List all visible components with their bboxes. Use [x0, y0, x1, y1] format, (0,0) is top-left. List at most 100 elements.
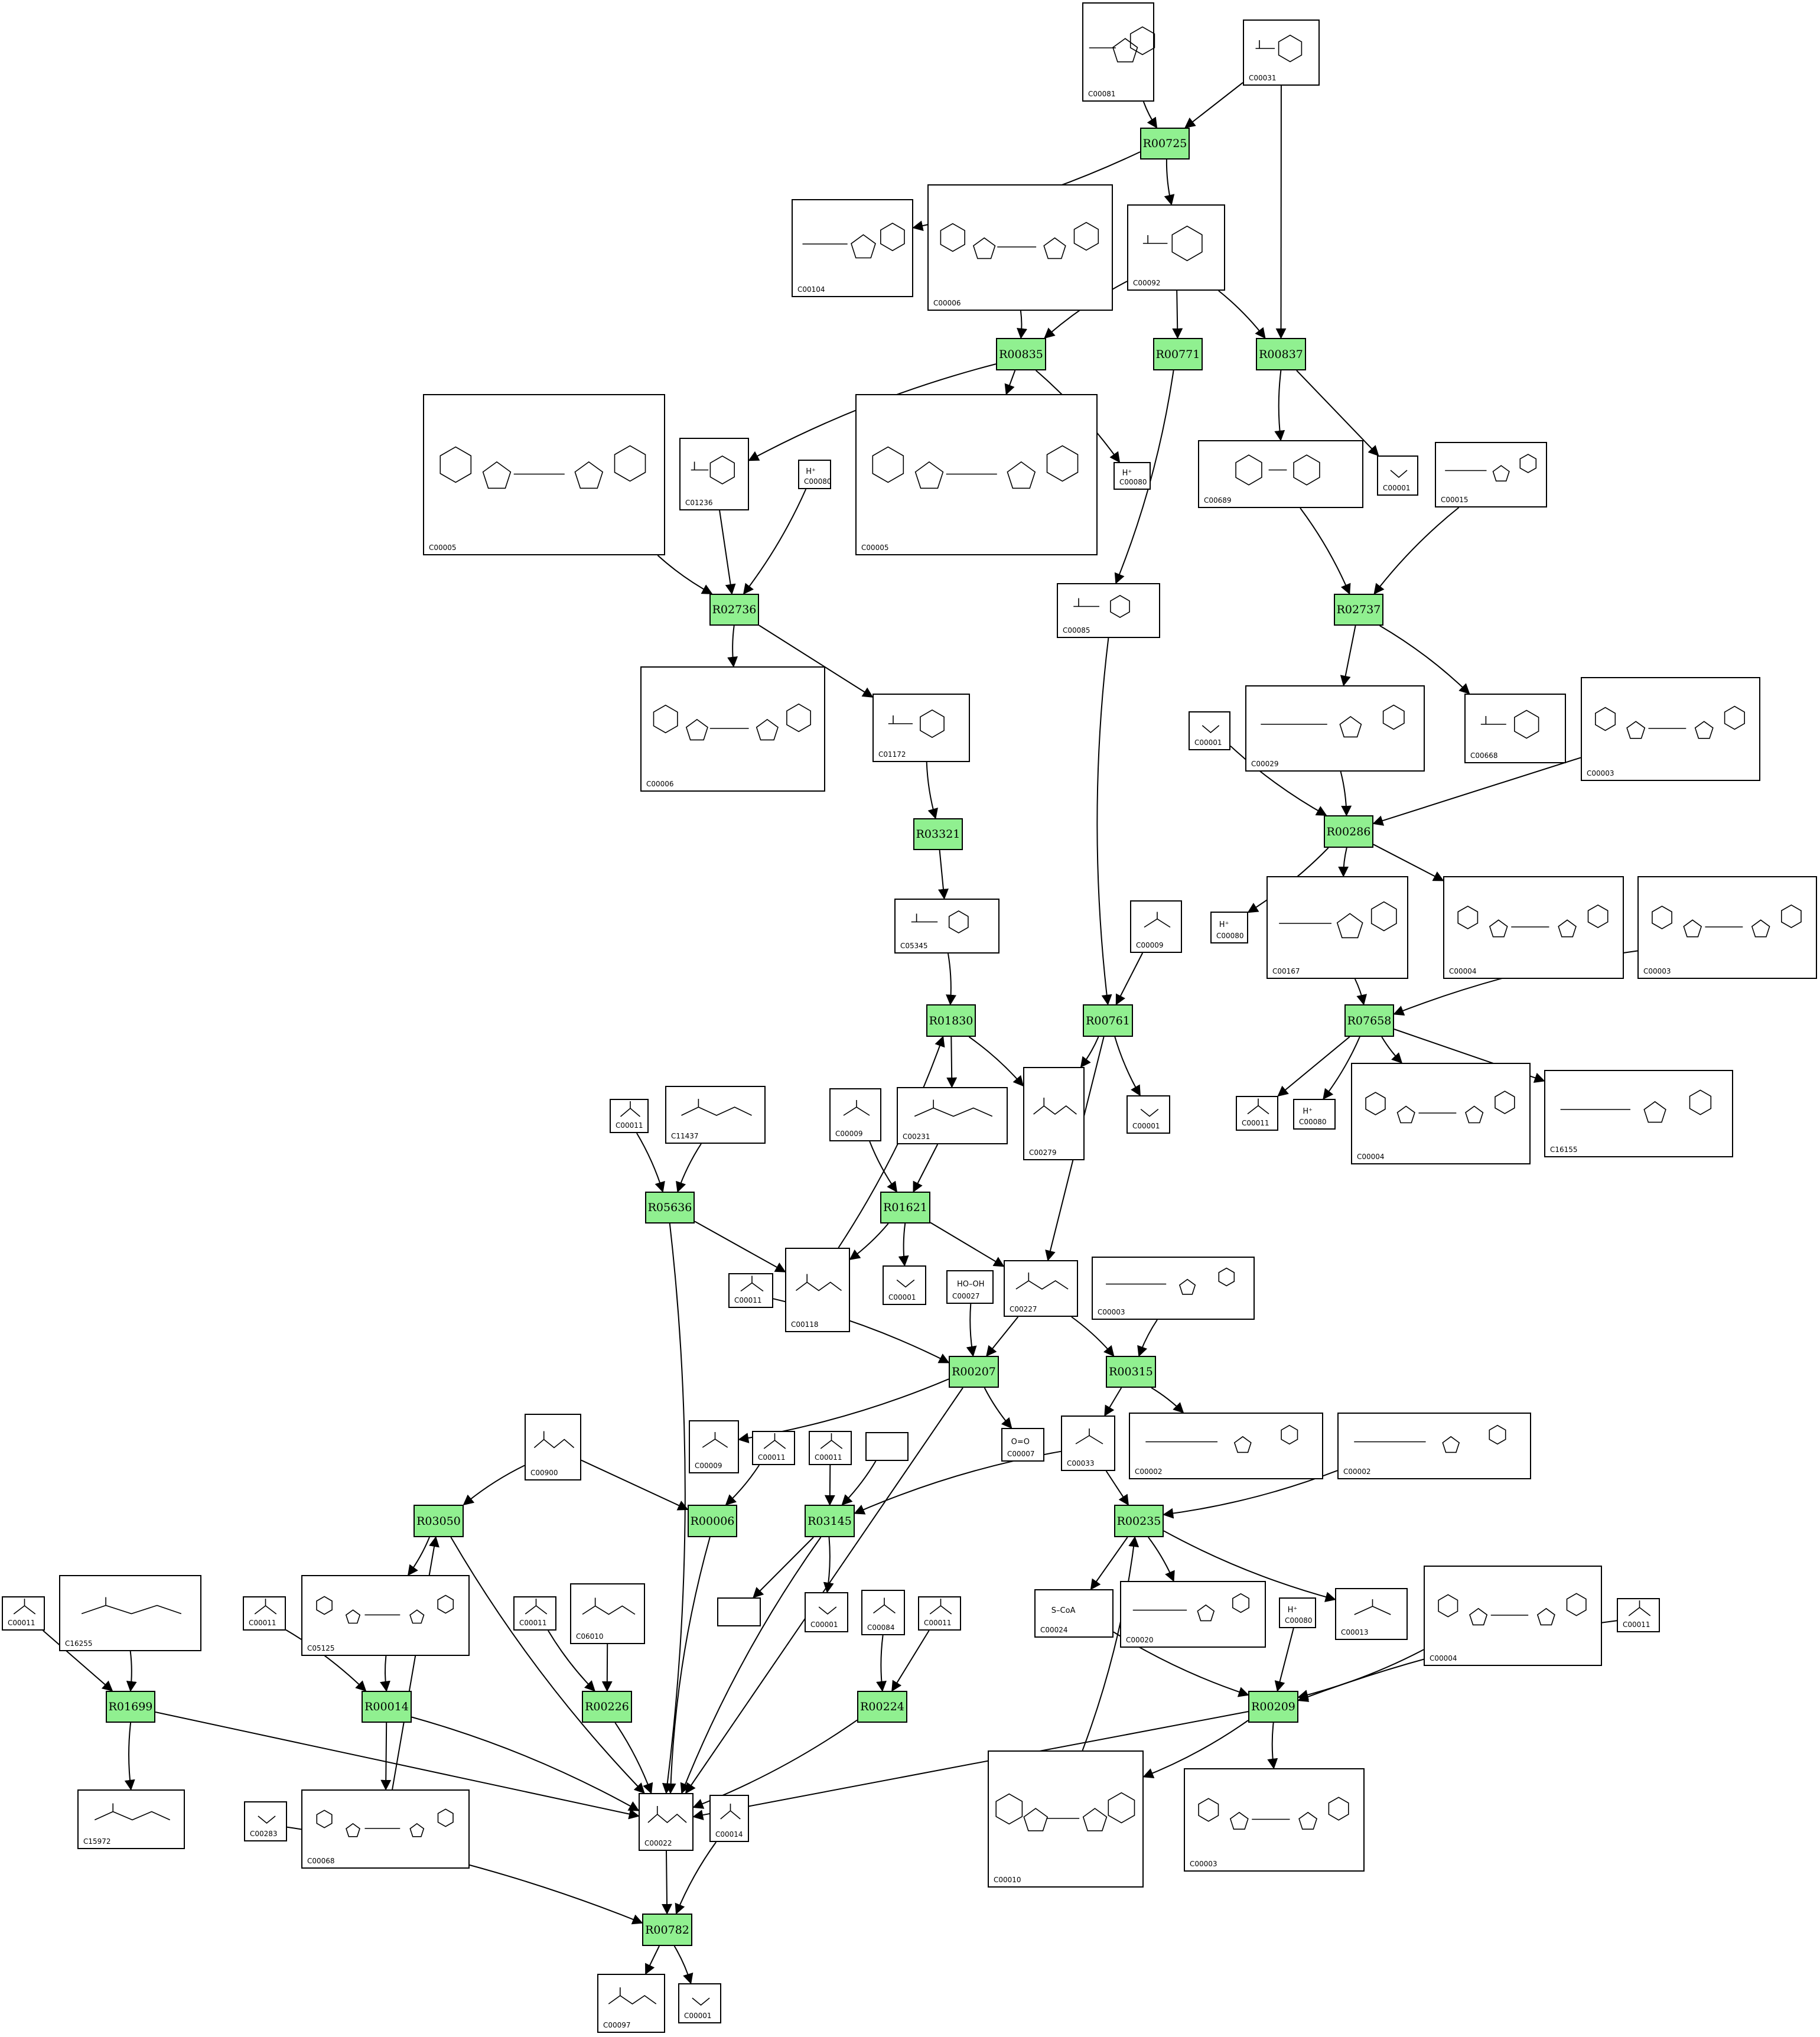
reaction-R02737[interactable]: R02737	[1334, 594, 1383, 626]
compound-C00011[interactable]: C00011	[1617, 1598, 1660, 1632]
reaction-R00209[interactable]: R00209	[1248, 1691, 1298, 1723]
compound-C00011[interactable]: C00011	[728, 1273, 773, 1308]
compound-C00011[interactable]: C00011	[752, 1431, 795, 1465]
compound-C00015[interactable]: C00015	[1435, 442, 1547, 507]
compound-C00227[interactable]: C00227	[1004, 1260, 1078, 1317]
compound-C00167[interactable]: C00167	[1266, 876, 1408, 979]
compound-C01236[interactable]: C01236	[679, 438, 749, 510]
reaction-R02736[interactable]: R02736	[709, 594, 759, 626]
compound-C00001[interactable]: C00001	[805, 1592, 848, 1632]
reaction-R00224[interactable]: R00224	[857, 1691, 907, 1723]
compound-C05125[interactable]: C05125	[301, 1575, 470, 1656]
compound-C00001[interactable]: C00001	[678, 1983, 721, 2023]
compound-C00020[interactable]: C00020	[1120, 1581, 1266, 1648]
compound-C00009[interactable]: C00009	[829, 1088, 881, 1141]
compound-C00002[interactable]: C00002	[1337, 1413, 1531, 1479]
reaction-R05636[interactable]: R05636	[645, 1192, 695, 1223]
reaction-R01830[interactable]: R01830	[926, 1004, 976, 1037]
compound-C00001[interactable]: C00001	[1189, 711, 1230, 750]
reaction-R03050[interactable]: R03050	[414, 1505, 464, 1537]
compound-C00011[interactable]: C00011	[809, 1431, 852, 1465]
compound-C00009[interactable]: C00009	[1130, 900, 1182, 953]
compound-C16255[interactable]: C16255	[59, 1575, 201, 1651]
reaction-R00286[interactable]: R00286	[1324, 815, 1373, 848]
compound-C00011[interactable]: C00011	[513, 1596, 556, 1631]
compound-C00004[interactable]: C00004	[1443, 876, 1624, 979]
compound-C00104[interactable]: C00104	[792, 199, 913, 297]
compound-C00005[interactable]: C00005	[855, 394, 1098, 555]
compound-C00068[interactable]: C00068	[301, 1789, 470, 1869]
reaction-R00315[interactable]: R00315	[1106, 1356, 1156, 1388]
compound-C00003[interactable]: C00003	[1637, 876, 1817, 979]
compound-C00080[interactable]: H⁺C00080	[798, 460, 832, 489]
reaction-R07658[interactable]: R07658	[1344, 1004, 1394, 1037]
compound-C00085[interactable]: C00085	[1057, 583, 1160, 638]
compound-empty[interactable]	[717, 1597, 761, 1626]
compound-C00081[interactable]: C00081	[1082, 2, 1155, 102]
reaction-R00725[interactable]: R00725	[1140, 128, 1190, 160]
compound-C15972[interactable]: C15972	[77, 1789, 185, 1849]
compound-C00011[interactable]: C00011	[918, 1596, 961, 1631]
reaction-R03145[interactable]: R03145	[805, 1505, 855, 1537]
reaction-R00761[interactable]: R00761	[1083, 1004, 1133, 1037]
compound-C00080[interactable]: H⁺C00080	[1114, 462, 1151, 490]
compound-C00900[interactable]: C00900	[525, 1414, 581, 1480]
compound-C16155[interactable]: C16155	[1544, 1070, 1733, 1157]
compound-C00011[interactable]: C00011	[610, 1099, 649, 1133]
compound-C00231[interactable]: C00231	[897, 1087, 1008, 1144]
compound-C00011[interactable]: C00011	[1236, 1096, 1278, 1131]
compound-C00006[interactable]: C00006	[640, 666, 825, 792]
compound-C00097[interactable]: C00097	[597, 1974, 665, 2033]
compound-C00010[interactable]: C00010	[988, 1750, 1144, 1888]
compound-C00004[interactable]: C00004	[1351, 1063, 1531, 1164]
compound-C00118[interactable]: C00118	[785, 1248, 850, 1332]
compound-C00279[interactable]: C00279	[1023, 1067, 1085, 1160]
compound-C00033[interactable]: C00033	[1061, 1416, 1115, 1471]
reaction-R00014[interactable]: R00014	[362, 1691, 412, 1723]
compound-C00004[interactable]: C00004	[1424, 1566, 1602, 1666]
reaction-R00006[interactable]: R00006	[688, 1505, 737, 1537]
compound-C01172[interactable]: C01172	[872, 694, 970, 762]
compound-C00689[interactable]: C00689	[1198, 440, 1363, 508]
compound-C06010[interactable]: C06010	[570, 1583, 645, 1644]
compound-C00080[interactable]: H⁺C00080	[1210, 912, 1248, 943]
compound-C00013[interactable]: C00013	[1335, 1588, 1408, 1640]
reaction-R00235[interactable]: R00235	[1114, 1505, 1164, 1537]
reaction-R00207[interactable]: R00207	[949, 1356, 999, 1388]
compound-C00006[interactable]: C00006	[927, 184, 1113, 311]
compound-C00002[interactable]: C00002	[1129, 1413, 1323, 1479]
compound-C00031[interactable]: C00031	[1243, 19, 1320, 86]
reaction-R03321[interactable]: R03321	[913, 818, 963, 850]
compound-C00011[interactable]: C00011	[2, 1596, 45, 1631]
reaction-R00837[interactable]: R00837	[1256, 338, 1306, 370]
compound-C00092[interactable]: C00092	[1127, 204, 1225, 291]
reaction-R00771[interactable]: R00771	[1153, 338, 1203, 370]
compound-C00003[interactable]: C00003	[1092, 1257, 1255, 1320]
reaction-R00835[interactable]: R00835	[996, 338, 1046, 370]
compound-C00084[interactable]: C00084	[861, 1590, 905, 1635]
compound-C00283[interactable]: C00283	[244, 1801, 287, 1841]
compound-C00029[interactable]: C00029	[1245, 685, 1425, 772]
reaction-R00226[interactable]: R00226	[582, 1691, 632, 1723]
compound-empty[interactable]	[865, 1432, 909, 1461]
compound-C00080[interactable]: H⁺C00080	[1279, 1597, 1316, 1628]
compound-C00668[interactable]: C00668	[1464, 694, 1566, 763]
compound-C00003[interactable]: C00003	[1184, 1768, 1365, 1872]
compound-C11437[interactable]: C11437	[665, 1086, 766, 1144]
reaction-R00782[interactable]: R00782	[642, 1914, 692, 1946]
compound-C00011[interactable]: C00011	[243, 1596, 286, 1631]
compound-C00001[interactable]: C00001	[883, 1265, 926, 1305]
compound-C00001[interactable]: C00001	[1377, 455, 1418, 496]
reaction-R01699[interactable]: R01699	[106, 1691, 155, 1723]
compound-C00014[interactable]: C00014	[709, 1795, 749, 1842]
reaction-R01621[interactable]: R01621	[880, 1192, 930, 1223]
compound-C00022[interactable]: C00022	[639, 1793, 694, 1851]
compound-C00005[interactable]: C00005	[423, 394, 665, 555]
compound-C00003[interactable]: C00003	[1581, 677, 1760, 781]
compound-C00080[interactable]: H⁺C00080	[1293, 1099, 1336, 1130]
compound-C00001[interactable]: C00001	[1126, 1095, 1170, 1134]
compound-C00009[interactable]: C00009	[689, 1420, 739, 1473]
